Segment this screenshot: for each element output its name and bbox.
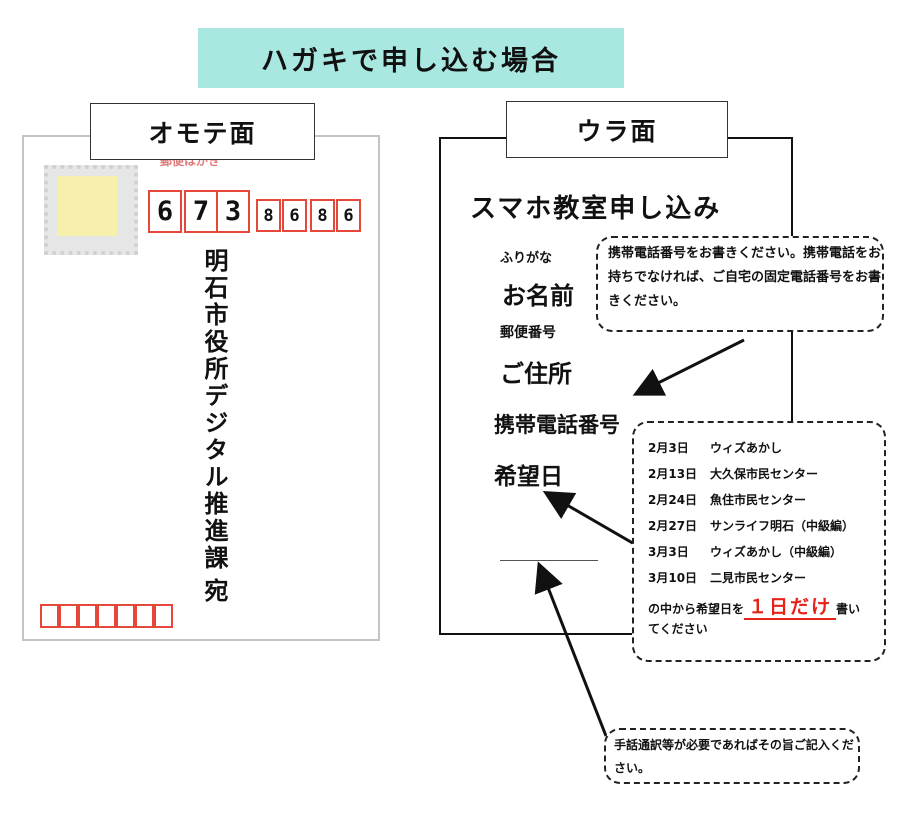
sign-note-text: 手話通訳等が必要であればその旨ご記入ください。 xyxy=(614,738,854,775)
schedule-place: 魚住市民センター xyxy=(710,493,807,507)
schedule-bubble: 2月3日ウィズあかし 2月13日大久保市民センター 2月24日魚住市民センター … xyxy=(632,421,886,662)
schedule-note-line2: てください xyxy=(648,622,708,636)
schedule-place: 二見市民センター xyxy=(710,571,807,585)
back-heading: スマホ教室申し込み xyxy=(470,194,722,224)
arrow-to-phone xyxy=(632,338,745,396)
schedule-place: サンライフ明石（中級編） xyxy=(710,519,855,533)
schedule-row: 3月3日 ウィズあかし（中級編） xyxy=(648,539,884,565)
sign-note-bubble: 手話通訳等が必要であればその旨ご記入ください。 xyxy=(604,728,860,784)
zip-digit-3: 3 xyxy=(216,190,250,233)
recipient-address: 明石市役所デジタル推進課 xyxy=(200,248,228,572)
back-label-text: ウラ面 xyxy=(576,116,658,146)
sender-zip-box xyxy=(135,604,154,628)
page-title: ハガキで申し込む場合 xyxy=(261,45,561,77)
schedule-place: ウィズあかし（中級編） xyxy=(710,545,843,559)
stamp-face xyxy=(57,176,117,236)
zip-digit-5: 6 xyxy=(282,199,307,232)
furigana-label: ふりがな xyxy=(500,251,553,266)
front-label-text: オモテ面 xyxy=(148,118,257,148)
arrow-to-date xyxy=(542,490,637,547)
postal-label: 郵便番号 xyxy=(500,325,556,341)
schedule-row: 2月24日魚住市民センター xyxy=(648,487,884,513)
zip-digit-2: 7 xyxy=(184,190,218,233)
schedule-date: 2月27日 xyxy=(648,519,698,533)
schedule-note-after: 書い xyxy=(836,602,861,616)
schedule-date: 2月3日 xyxy=(648,441,689,455)
sender-zip-box xyxy=(116,604,135,628)
zip-digit-1: 6 xyxy=(148,190,182,233)
sender-zip-box xyxy=(59,604,78,628)
phone-note-text: 携帯電話番号をお書きください。携帯電話をお持ちでなければ、ご自宅の固定電話番号を… xyxy=(608,246,882,309)
date-blank-line xyxy=(500,560,598,561)
sender-zip-box xyxy=(97,604,116,628)
address-label: ご住所 xyxy=(500,360,572,388)
date-label: 希望日 xyxy=(494,464,563,490)
zip-digit-4: 8 xyxy=(256,199,281,232)
schedule-date: 2月24日 xyxy=(648,493,698,507)
schedule-place: 大久保市民センター xyxy=(710,467,819,481)
recipient-honorific: 宛 xyxy=(200,578,228,605)
zip-digit-7: 6 xyxy=(336,199,361,232)
schedule-note-before: の中から希望日を xyxy=(648,602,745,616)
schedule-row: 2月3日 ウィズあかし xyxy=(648,435,884,461)
phone-note-bubble: 携帯電話番号をお書きください。携帯電話をお持ちでなければ、ご自宅の固定電話番号を… xyxy=(596,236,884,332)
schedule-place: ウィズあかし xyxy=(710,441,783,455)
zip-digit-6: 8 xyxy=(310,199,335,232)
name-label: お名前 xyxy=(502,282,574,310)
schedule-row: 3月10日二見市民センター xyxy=(648,565,884,591)
arrow-to-blank xyxy=(534,561,608,737)
phone-label: 携帯電話番号 xyxy=(494,413,620,437)
sender-zip-box xyxy=(40,604,59,628)
sender-zip-box xyxy=(78,604,97,628)
sender-zip-box xyxy=(154,604,173,628)
one-day-highlight: １日だけ xyxy=(744,596,837,620)
schedule-row: 2月27日サンライフ明石（中級編） xyxy=(648,513,884,539)
schedule-date: 3月3日 xyxy=(648,545,689,559)
schedule-date: 2月13日 xyxy=(648,467,698,481)
schedule-row: 2月13日大久保市民センター xyxy=(648,461,884,487)
back-label: ウラ面 xyxy=(506,101,728,158)
schedule-date: 3月10日 xyxy=(648,571,698,585)
front-label: オモテ面 xyxy=(90,103,315,160)
title-banner: ハガキで申し込む場合 xyxy=(198,28,624,88)
